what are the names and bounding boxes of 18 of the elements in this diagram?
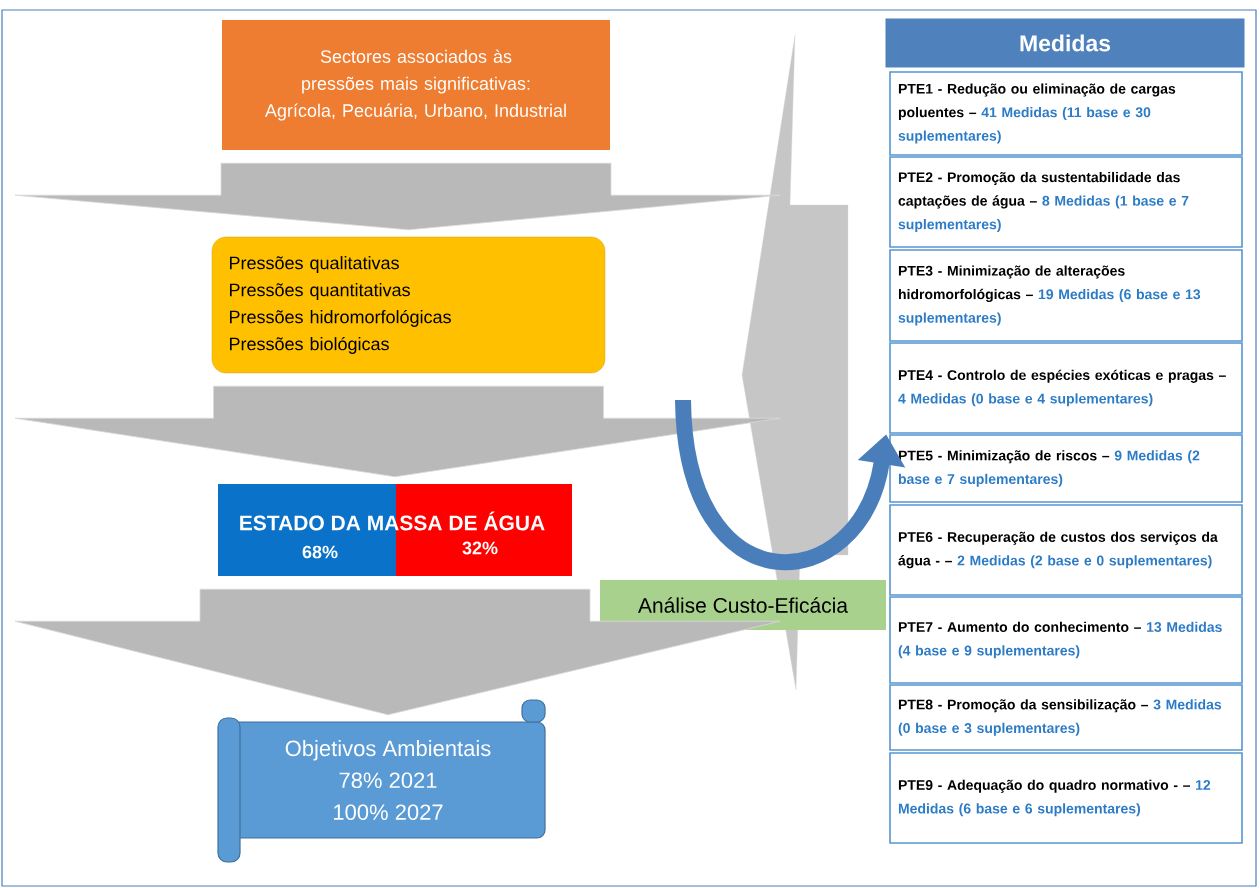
chevron-arrow [14,385,781,478]
node-label: 32% [462,541,498,555]
measure-box: PTE5 - Minimização de riscos – 9 Medidas (2 base e 7 suplementares) [889,434,1243,503]
chevron-arrow [14,588,781,716]
measure-box: PTE6 - Recuperação de custos dos serviços da água - – 2 Medidas (2 base e 0 suplementares) [889,504,1243,596]
analysis-box: Análise Custo-Eficácia [600,580,886,630]
measure-box: PTE2 - Promoção da sustentabilidade das captações de água – 8 Medidas (1 base e 7 suplementares) [889,156,1243,248]
measure-box: PTE9 - Adequação do quadro normativo - – 12 Medidas (6 base e 6 suplementares) [889,752,1243,844]
scroll-banner: Objetivos Ambientais 78% 2021 100% 2027 [217,699,546,863]
measure-box: PTE7 - Aumento do conhecimento – 13 Medidas (4 base e 9 suplementares) [889,596,1243,684]
chevron-arrow [14,162,781,231]
sector-box: Sectores associados às pressões mais significativas: Agrícola, Pecuária, Urbano, Industrial [222,20,610,150]
header-box: Medidas [884,17,1246,69]
measure-box: PTE8 - Promoção da sensibilização – 3 Medidas (0 base e 3 suplementares) [889,684,1243,751]
measure-box: PTE1 - Redução ou eliminação de cargas poluentes – 41 Medidas (11 base e 30 suplementares) [889,71,1243,156]
measure-box: PTE4 - Controlo de espécies exóticas e pragas – 4 Medidas (0 base e 4 suplementares) [889,342,1243,434]
pressure-box: Pressões qualitativas Pressões quantitativas Pressões hidromorfológicas Pressões biológicas [211,236,606,374]
measure-box: PTE3 - Minimização de alterações hidromorfológicas – 19 Medidas (6 base e 13 suplementares) [889,249,1243,342]
